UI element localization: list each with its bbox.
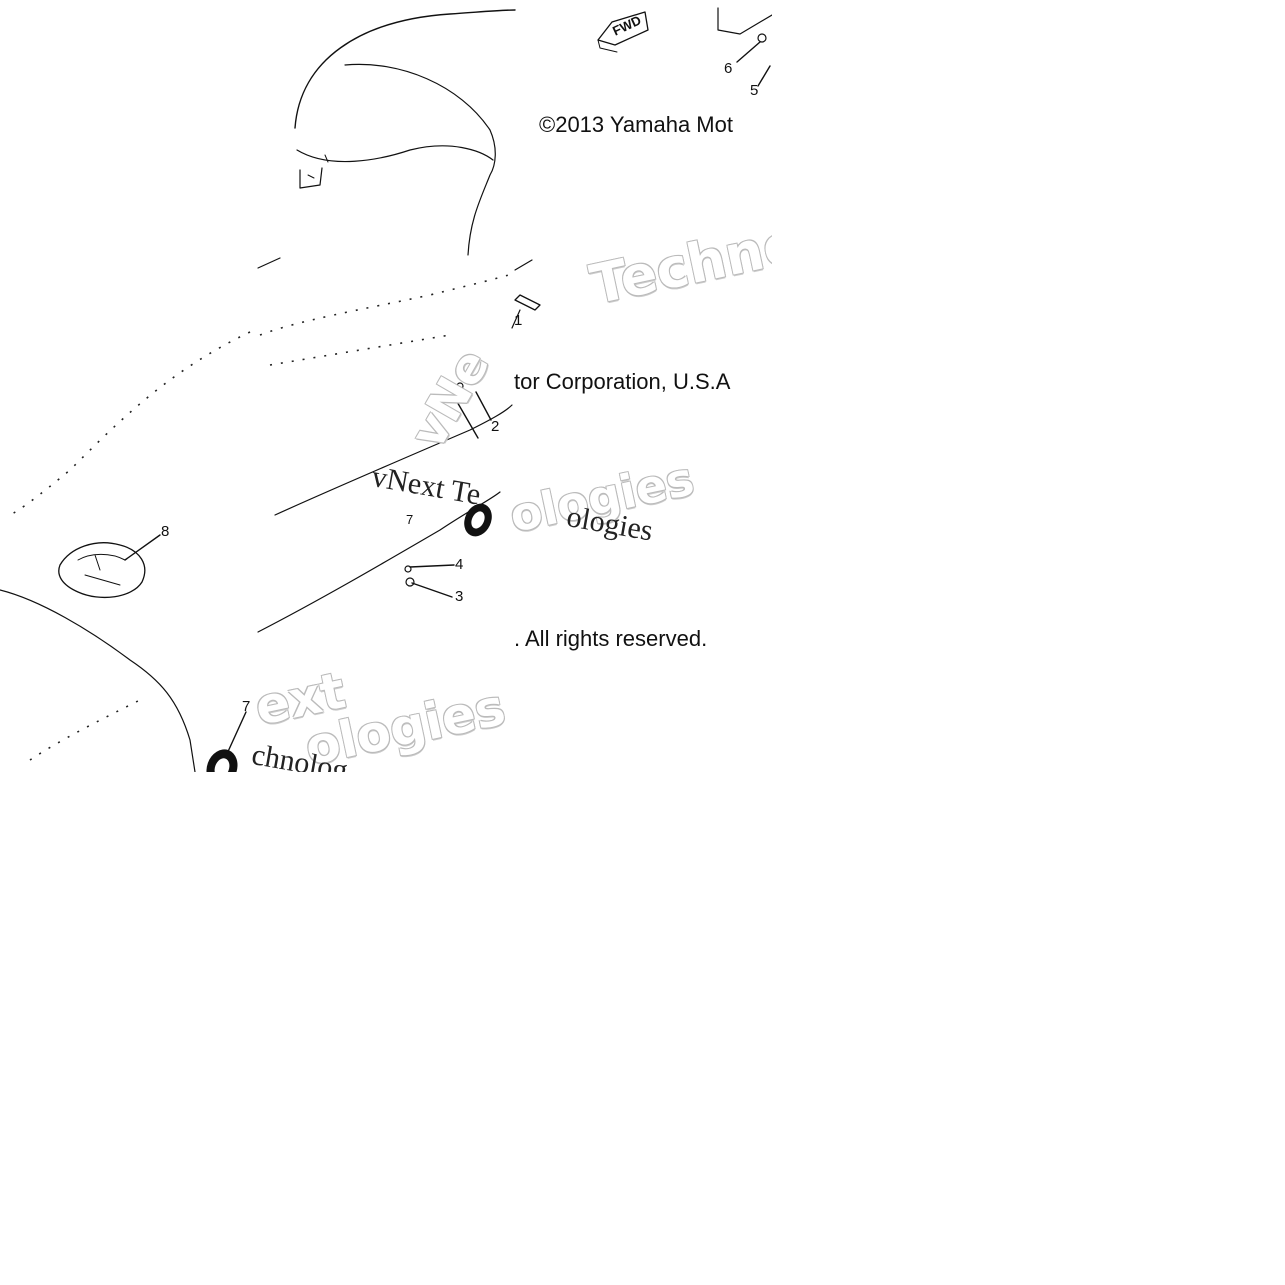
hinge-bracket: [717, 7, 772, 35]
fwd-tag-drawing: [597, 11, 649, 53]
clip-2: [456, 382, 464, 390]
leader-5: [757, 65, 771, 87]
callout-1: 1: [514, 312, 523, 329]
callout-5: 5: [750, 82, 759, 99]
callout-7: 7: [242, 698, 251, 715]
seat-top-tick: [257, 257, 281, 269]
emblem-7-lower: [206, 749, 238, 772]
bolt-6-head: [757, 33, 767, 43]
seat-lower-edge: [257, 491, 501, 633]
nut-3: [405, 577, 415, 587]
seat-stitch-front: [29, 699, 141, 761]
leader-7: [225, 711, 247, 757]
seat-stitch-top: [259, 272, 516, 336]
callout-2: 2: [491, 418, 500, 435]
callout-7-upper: 7: [406, 512, 414, 527]
callout-3: 3: [455, 588, 464, 605]
copyright-line-2: tor Corporation, U.S.A: [512, 369, 733, 395]
leader-2a: [475, 391, 492, 421]
seat-line-drawing: [0, 7, 772, 772]
bolt-1-drawing: [511, 294, 541, 329]
callout-4: 4: [455, 556, 464, 573]
callout-8: 8: [161, 523, 170, 540]
seat-front-curve: [0, 589, 196, 772]
leader-8: [124, 534, 161, 561]
seat-stitch-mid: [269, 334, 451, 366]
washer-4: [404, 565, 412, 573]
leader-4: [409, 564, 455, 568]
seat-side-edge: [274, 404, 513, 516]
seat-back-bracket: [299, 167, 323, 189]
emblem-7-upper: [464, 503, 492, 537]
leader-2b: [455, 399, 479, 439]
copyright-line-3: . All rights reserved.: [512, 626, 710, 652]
seat-back-detail: [307, 154, 329, 179]
seat-back-edge: [344, 63, 496, 256]
copyright-line-1: ©2013 Yamaha Mot: [537, 112, 735, 138]
seat-stitch-side: [9, 331, 251, 516]
part-8-drawing: [58, 542, 146, 599]
seat-top-tick-2: [514, 259, 533, 271]
callout-6: 6: [724, 60, 733, 77]
leader-6: [736, 41, 761, 63]
diagram-crop: ©2013 Yamaha Mot tor Corporation, U.S.A …: [0, 0, 772, 772]
seat-back-outline: [294, 9, 516, 129]
leader-3: [411, 582, 453, 598]
